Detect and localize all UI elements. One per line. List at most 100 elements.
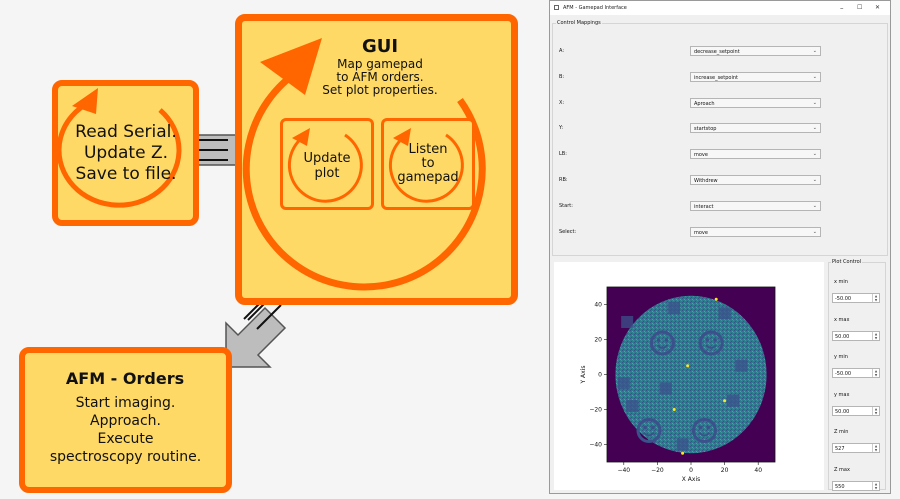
square-feature (668, 302, 681, 314)
spin-arrows-icon[interactable]: ▲▼ (872, 406, 879, 415)
afm-orders-title: AFM - Orders (65, 369, 185, 388)
y-tick-label: −20 (589, 407, 602, 414)
mapping-dropdown[interactable]: Aproach ⌄ (690, 97, 821, 108)
plot-control-label: x min (834, 279, 848, 285)
mapping-value: move (694, 229, 708, 236)
spin-arrows-icon[interactable]: ▲▼ (872, 444, 879, 452)
close-button[interactable]: ✕ (875, 4, 881, 11)
plot-control-title: Plot Control (831, 259, 863, 265)
chevron-down-icon: ⌄ (812, 48, 817, 54)
plot-control-spinbox[interactable]: 50.00 ▲▼ (832, 330, 880, 341)
bright-spot (681, 451, 685, 455)
mapping-value: increase_setpoint (694, 74, 738, 81)
bright-spot (686, 364, 690, 368)
spinbox-value: -50.00 (835, 296, 852, 302)
x-tick-label: −40 (617, 467, 630, 474)
mapping-dropdown[interactable]: interact⌄ (690, 200, 821, 211)
bright-spot (714, 297, 718, 301)
spinbox-value: 527 (835, 446, 845, 452)
plot-control-spinbox[interactable]: 550▲▼ (832, 480, 880, 491)
mapping-label: A: (559, 48, 565, 54)
y-tick-label: 40 (594, 302, 602, 309)
afm-features (617, 297, 748, 455)
smiley-feature (649, 330, 675, 356)
mapping-value: decrease_setpoint (694, 49, 740, 55)
mapping-value: interact (694, 203, 714, 210)
mapping-label: LB: (559, 151, 567, 158)
smiley-feature (691, 418, 717, 443)
square-feature (617, 377, 630, 390)
afm-orders-text: Start imaging. Approach. Execute spectro… (49, 395, 202, 465)
square-feature (659, 382, 672, 395)
plot-control-spinbox[interactable]: -50.00 ▲▼ (832, 368, 880, 378)
spinbox-value: -50.00 (835, 371, 852, 377)
afm-orders-box (19, 347, 232, 493)
spin-arrows-icon[interactable]: ▲▼ (872, 481, 879, 490)
plot-control-spinbox[interactable]: -50.00 ▲▼ (832, 293, 880, 303)
bright-spot (723, 399, 727, 403)
smiley-feature (698, 330, 724, 356)
mapping-label: Start: (559, 202, 573, 209)
control-mappings-group (552, 23, 888, 256)
chevron-down-icon: ⌄ (812, 73, 817, 80)
plot-control-label: y min (834, 354, 848, 360)
square-feature (727, 394, 739, 407)
square-feature (626, 400, 639, 412)
mapping-dropdown[interactable]: move ⌄ (690, 226, 821, 237)
window-titlebar[interactable]: AFM - Gamepad Interface – ☐ ✕ (550, 1, 890, 15)
y-axis-label: Y Axis (580, 365, 587, 384)
x-tick-label: 0 (689, 467, 693, 474)
mapping-label: B: (559, 73, 565, 80)
mapping-value: Aproach (694, 100, 715, 107)
mapping-dropdown[interactable]: decrease_setpoint ⌄ (690, 46, 821, 56)
mapping-dropdown[interactable]: startstop⌄ (690, 123, 821, 134)
square-feature (621, 316, 634, 328)
plot-control-spinbox[interactable]: 50.00▲▼ (832, 405, 880, 416)
chevron-down-icon: ⌄ (812, 151, 817, 158)
mapping-label: Y: (559, 125, 564, 132)
plot-control-label: Z max (834, 466, 850, 473)
mapping-dropdown[interactable]: increase_setpoint ⌄ (690, 71, 821, 82)
mapping-dropdown[interactable]: Withdrew ⌄ (690, 175, 821, 185)
plot-control-label: y max (834, 391, 850, 398)
gui-title: GUI (361, 36, 399, 57)
chevron-down-icon: ⌄ (812, 228, 817, 235)
smiley-feature (636, 418, 662, 443)
y-tick-label: −40 (589, 442, 602, 449)
chevron-down-icon: ⌄ (812, 125, 817, 132)
x-axis-label: X Axis (682, 476, 700, 483)
y-tick-label: 0 (598, 372, 602, 379)
spin-arrows-icon[interactable]: ▲▼ (872, 369, 879, 377)
spin-arrows-icon[interactable]: ▲▼ (872, 331, 879, 340)
spinbox-value: 50.00 (835, 333, 850, 340)
plot-control-label: x max (834, 316, 850, 323)
square-feature (718, 307, 731, 320)
listen-label: Listen to gamepad (397, 142, 459, 185)
mapping-dropdown[interactable]: move ⌄ (690, 149, 821, 160)
square-feature (676, 438, 689, 451)
control-mappings-title: Control Mappings (556, 20, 602, 26)
chevron-down-icon: ⌄ (812, 177, 817, 183)
mapping-value: move (694, 152, 708, 159)
update-plot-label: Update plot (303, 151, 351, 181)
mapping-label: X: (559, 99, 565, 106)
chevron-down-icon: ⌄ (812, 99, 817, 106)
gui-description: Map gamepad to AFM orders. Set plot prop… (322, 57, 438, 97)
x-tick-label: 20 (721, 467, 729, 474)
plot-control-label: Z min (834, 429, 849, 435)
y-tick-label: 20 (594, 337, 602, 344)
serial-box-text: Read Serial. Update Z. Save to file. (75, 122, 177, 184)
window-title: AFM - Gamepad Interface (563, 5, 627, 11)
plot-control-spinbox[interactable]: 527 ▲▼ (832, 443, 880, 453)
minimize-button[interactable]: – (840, 4, 844, 12)
maximize-button[interactable]: ☐ (857, 4, 863, 11)
square-feature (735, 359, 748, 372)
gamepad-interface-window: AFM - Gamepad Interface – ☐ ✕ Control Ma… (549, 0, 891, 494)
mapping-value: Withdrew (694, 178, 718, 184)
spin-arrows-icon[interactable]: ▲▼ (872, 294, 879, 302)
app-icon (554, 5, 559, 10)
mapping-label: Select: (559, 228, 577, 235)
mapping-label: RB: (559, 177, 568, 183)
